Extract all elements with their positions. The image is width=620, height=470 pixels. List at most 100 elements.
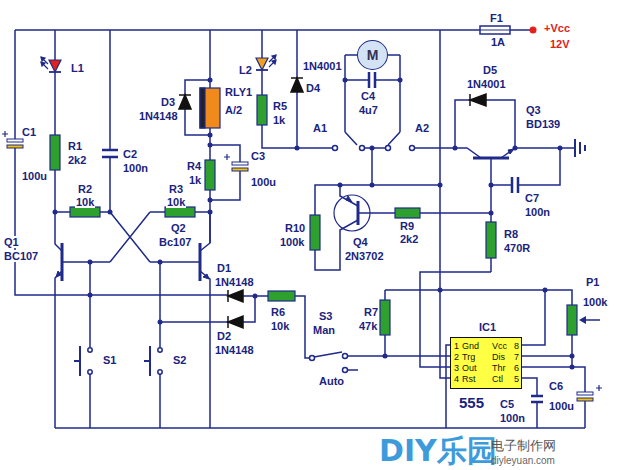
led-symbol [272,55,276,59]
relay-coil [200,88,220,128]
part-label: 47k [358,320,378,332]
part-label: 1k [272,114,286,126]
part-label: D1 [216,262,232,274]
watermark: diyleyuan.com [490,455,556,467]
part-label: Auto [318,375,345,387]
junction-dot [343,78,348,83]
led-symbol [256,58,268,70]
junction-dot [438,288,443,293]
junction-dot [208,133,213,138]
pin-label: 3 [454,363,459,374]
wire [160,296,268,322]
part-label: 100n [499,412,526,424]
part-label: D3 [160,96,176,108]
electrolytic-capacitor [577,392,593,395]
switch-symbol [333,146,338,151]
part-label: RLY1 [224,86,253,98]
pin-label: Gnd [462,341,479,352]
part-label: R5 [272,100,288,112]
junction-dot [398,78,403,83]
switch-symbol [310,356,315,361]
transistor-symbol [203,274,209,279]
led-symbol [269,55,276,67]
part-label: C6 [548,380,564,392]
part-label: 10k [166,196,186,208]
part-label: 100n [524,206,551,218]
part-label: 1N4148 [138,110,179,122]
part-label: R4 [186,160,202,172]
part-label: 1N4001 [466,78,507,90]
capacitor-symbol [102,72,543,402]
part-label: Man [312,324,336,336]
resistor-symbol [50,135,60,170]
part-label: 4u7 [358,104,379,116]
motor-letter: M [358,47,387,63]
junction-dot [383,354,388,359]
pin-label: 6 [514,363,519,374]
switch-symbol [144,346,150,376]
wire [415,148,575,272]
switch-symbol [314,352,342,357]
led-symbol [41,57,45,61]
watermark: 电子制作网 [490,438,557,453]
wire [55,427,585,429]
diode-symbol [291,78,303,92]
pin-label: 1 [454,341,459,352]
part-label: D5 [482,64,498,76]
electrolytic-capacitor [232,168,248,171]
junction-dot [208,198,213,203]
resistor-symbol [395,208,420,218]
transistor-symbol [346,196,352,202]
part-label: 1N4148 [214,344,255,356]
ic-box: IC11Gnd2Trg3Out4RstVcc8Dis7Thr6Ctl5555 [450,337,522,389]
pin-label: 2 [454,352,459,363]
led-symbol [41,57,48,69]
transistor-symbol [334,195,370,231]
switch-symbol [410,146,415,151]
junction-dot [158,260,163,265]
ic-name: IC1 [479,321,496,334]
part-label: L2 [238,64,253,76]
diode-symbol [228,290,243,302]
junction-dot [208,143,213,148]
wire [90,262,160,428]
led-symbol [49,71,61,73]
led-symbol [41,62,45,66]
junction-dot [558,146,563,151]
part-label: 100u [250,176,277,188]
part-label: BC107 [3,250,39,262]
junction-dot [370,183,375,188]
wire [262,125,385,185]
part-label: S1 [102,354,117,366]
ic-type: 555 [459,394,484,411]
junction-dot [53,210,58,215]
junction-dot [543,288,548,293]
part-label: P1 [585,276,600,288]
pin-label: Rst [462,374,476,385]
wire [345,132,400,145]
pin-label: Vcc [492,341,507,352]
junction-dot [489,211,494,216]
part-label: 1A [490,36,506,48]
switch-symbol [88,370,92,374]
junction-dot [108,210,113,215]
part-label: A2 [414,122,430,134]
wire [522,290,585,428]
part-label: 100u [21,170,48,182]
resistor-symbol [205,160,215,190]
wire [315,185,440,270]
part-label: Q4 [352,236,369,248]
switch-symbol [74,146,415,377]
wire [15,29,530,31]
wire [62,261,200,263]
part-label: F1 [489,12,504,24]
part-label: 100k [582,296,608,308]
part-label: Q3 [525,104,542,116]
wire [15,30,600,428]
transistor-symbol [62,158,509,281]
wire [15,30,228,295]
switch-symbol [386,146,391,151]
part-label: C5 [499,398,515,410]
junction-dot [370,146,375,151]
led-symbol [256,69,268,71]
